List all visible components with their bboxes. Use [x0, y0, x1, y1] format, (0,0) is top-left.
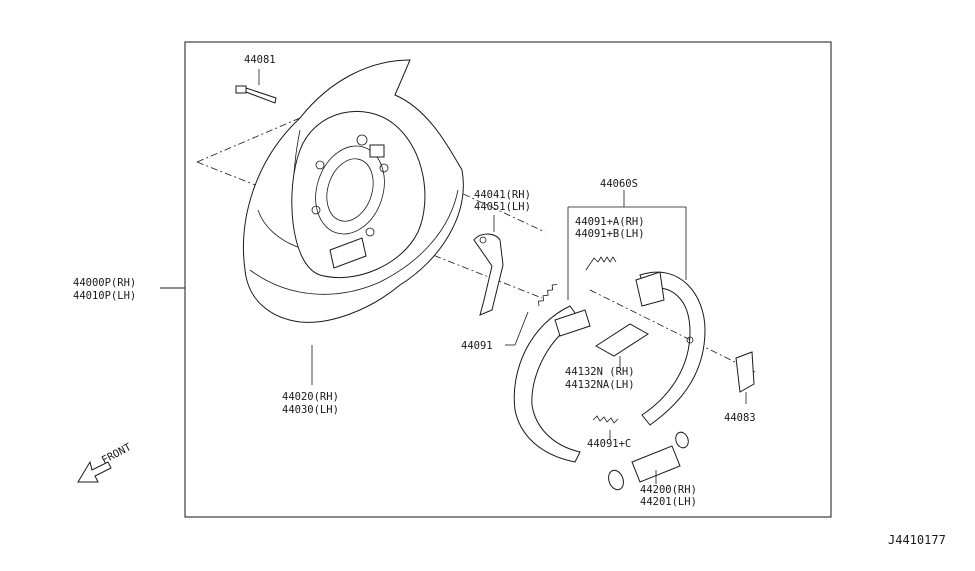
label-44060S: 44060S	[600, 178, 638, 190]
bolt-44081	[235, 69, 277, 104]
diagram-frame	[184, 41, 832, 518]
diagram-code: J4410177	[888, 533, 946, 547]
label-44030: 44030(LH)	[282, 404, 339, 416]
label-44020: 44020(RH)	[282, 391, 339, 403]
label-44081: 44081	[244, 54, 276, 66]
adjuster-44132N	[595, 323, 649, 368]
spring-44091A	[585, 256, 617, 271]
label-44083: 44083	[724, 412, 756, 424]
label-44091: 44091	[461, 340, 493, 352]
brake-shoe-right	[635, 271, 706, 426]
label-44000P: 44000P(RH)	[73, 277, 136, 289]
label-44200: 44200(RH)	[640, 484, 697, 496]
label-44132N: 44132N (RH)	[565, 366, 635, 378]
brake-shoe-left	[513, 305, 591, 463]
label-44091C: 44091+C	[587, 438, 631, 450]
label-44091A: 44091+A(RH)	[575, 216, 645, 228]
label-44132NA: 44132NA(LH)	[565, 379, 635, 391]
spring-44091	[505, 284, 558, 346]
lever-44041	[473, 215, 504, 316]
label-front: FRONT	[100, 441, 134, 467]
label-44010P: 44010P(LH)	[73, 290, 136, 302]
wheel-cylinder-44200	[608, 431, 689, 491]
label-44051: 44051(LH)	[474, 201, 531, 213]
clip-44083	[735, 351, 755, 404]
bracket-44060S	[567, 190, 687, 300]
label-44041: 44041(RH)	[474, 189, 531, 201]
label-44201: 44201(LH)	[640, 496, 697, 508]
label-44091B: 44091+B(LH)	[575, 228, 645, 240]
front-arrow-icon	[77, 460, 112, 483]
spring-44091C	[592, 415, 619, 440]
backing-plate	[291, 110, 426, 279]
